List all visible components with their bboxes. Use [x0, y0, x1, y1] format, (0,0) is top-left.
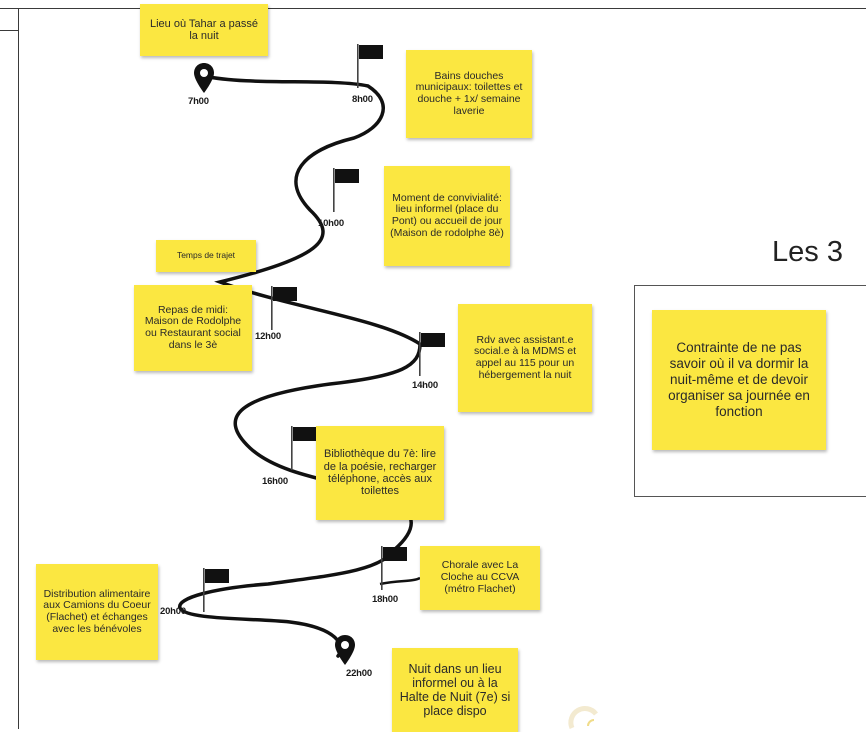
note-food-distribution: Distribution alimentaire aux Camions du …	[36, 564, 158, 660]
note-night-end-text: Nuit dans un lieu informel ou à la Halte…	[399, 662, 511, 718]
frame-left-tick	[0, 30, 19, 31]
time-label-14h: 14h00	[412, 380, 438, 391]
note-lunch: Repas de midi: Maison de Rodolphe ou Res…	[134, 285, 252, 371]
note-constraint-text: Contrainte de ne pas savoir où il va dor…	[668, 340, 810, 419]
section-heading: Les 3	[772, 236, 843, 268]
time-label-7h: 7h00	[188, 96, 209, 107]
frame-left-line	[18, 8, 19, 729]
flag-icon-16h	[291, 426, 317, 470]
flag-icon-14h	[419, 332, 445, 376]
flag-icon-8h	[357, 44, 383, 88]
loading-spinner-icon	[568, 706, 598, 729]
time-label-18h: 18h00	[372, 594, 398, 605]
time-label-8h: 8h00	[352, 94, 373, 105]
note-constraint: Contrainte de ne pas savoir où il va dor…	[652, 310, 826, 450]
flag-icon-20h	[203, 568, 229, 612]
note-night-end: Nuit dans un lieu informel ou à la Halte…	[392, 648, 518, 732]
start-map-pin-icon	[194, 63, 214, 93]
note-travel-time-text: Temps de trajet	[176, 250, 236, 261]
frame-top-line	[0, 8, 866, 9]
note-conviviality: Moment de convivialité: lieu informel (p…	[384, 166, 510, 266]
note-baths: Bains douches municipaux: toilettes et d…	[406, 50, 532, 138]
time-label-20h: 20h00	[160, 606, 186, 617]
time-label-10h: 10h00	[318, 218, 344, 229]
time-label-16h: 16h00	[262, 476, 288, 487]
note-travel-time: Temps de trajet	[156, 240, 256, 272]
note-baths-text: Bains douches municipaux: toilettes et d…	[415, 69, 523, 117]
note-library: Bibliothèque du 7è: lire de la poésie, r…	[316, 426, 444, 520]
flag-icon-18h	[381, 546, 407, 590]
note-night-place: Lieu où Tahar a passé la nuit	[140, 4, 268, 56]
constraint-frame	[634, 285, 866, 497]
note-social-worker-text: Rdv avec assistant.e social.e à la MDMS …	[473, 333, 577, 381]
end-map-pin-icon	[335, 635, 355, 665]
time-label-22h: 22h00	[346, 668, 372, 679]
note-choir-text: Chorale avec La Cloche au CCVA (métro Fl…	[440, 559, 520, 595]
flag-icon-12h	[271, 286, 297, 330]
note-lunch-text: Repas de midi: Maison de Rodolphe ou Res…	[144, 303, 242, 351]
note-conviviality-text: Moment de convivialité: lieu informel (p…	[390, 191, 504, 239]
note-library-text: Bibliothèque du 7è: lire de la poésie, r…	[323, 448, 437, 498]
note-choir: Chorale avec La Cloche au CCVA (métro Fl…	[420, 546, 540, 610]
note-food-distribution-text: Distribution alimentaire aux Camions du …	[43, 587, 151, 635]
flag-icon-10h	[333, 168, 359, 212]
note-social-worker: Rdv avec assistant.e social.e à la MDMS …	[458, 304, 592, 412]
time-label-12h: 12h00	[255, 331, 281, 342]
note-night-place-text: Lieu où Tahar a passé la nuit	[149, 17, 259, 42]
